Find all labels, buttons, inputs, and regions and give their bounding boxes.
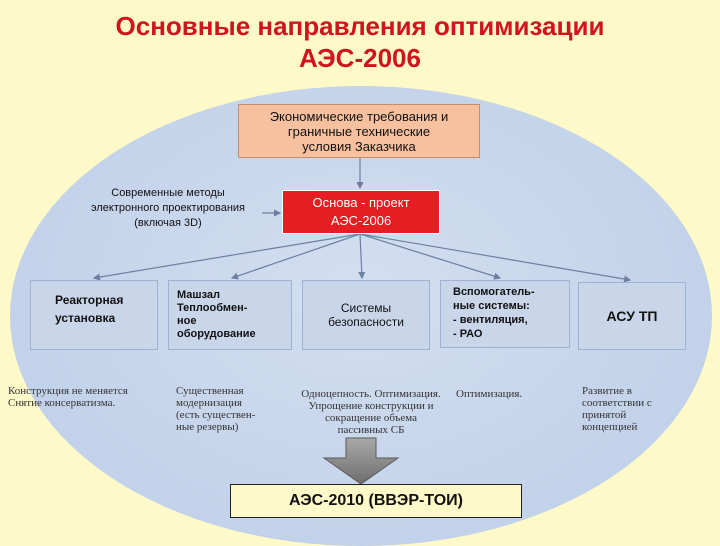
- arrow-base-to-s2: [230, 233, 361, 280]
- arrow-base-to-s5: [359, 233, 632, 283]
- modern-methods-label: Современные методы электронного проектир…: [90, 187, 245, 229]
- subsystem-auxiliary-systems-box: Вспомогатель- ные системы: - вентиляция,…: [440, 280, 570, 348]
- note-safety-systems: Одноцепность. Оптимизация. Упрощение кон…: [301, 388, 441, 436]
- note-acs: Развитие в соответствии с принятой конце…: [582, 385, 652, 433]
- subsystem-safety-systems-box: Системы безопасности: [302, 280, 430, 350]
- customer-requirements-box: Экономические требования и граничные тех…: [238, 104, 480, 158]
- subsystem-turbine-hall-box: Машзал Теплообмен- ное оборудование: [168, 280, 292, 350]
- subsystem-acs-box: АСУ ТП: [578, 282, 686, 350]
- title-line-1: Основные направления оптимизации: [115, 11, 605, 41]
- subsystem-reactor-box: Реакторная установка: [30, 280, 158, 350]
- arrow-base-to-s1: [92, 233, 361, 281]
- result-project-box: АЭС-2010 (ВВЭР-ТОИ): [230, 484, 522, 518]
- arrow-base-to-s4: [359, 233, 502, 280]
- base-project-box: Основа - проект АЭС-2006: [282, 190, 440, 234]
- page-title: Основные направления оптимизации АЭС-200…: [0, 10, 720, 74]
- title-line-2: АЭС-2006: [299, 43, 421, 73]
- down-arrow-icon: [322, 437, 400, 485]
- arrow-base-to-s3: [358, 233, 366, 280]
- note-turbine-hall: Существенная модернизация (есть существе…: [176, 385, 256, 433]
- note-auxiliary-systems: Оптимизация.: [456, 388, 523, 400]
- note-reactor: Конструкция не меняется Снятие консерват…: [8, 385, 128, 409]
